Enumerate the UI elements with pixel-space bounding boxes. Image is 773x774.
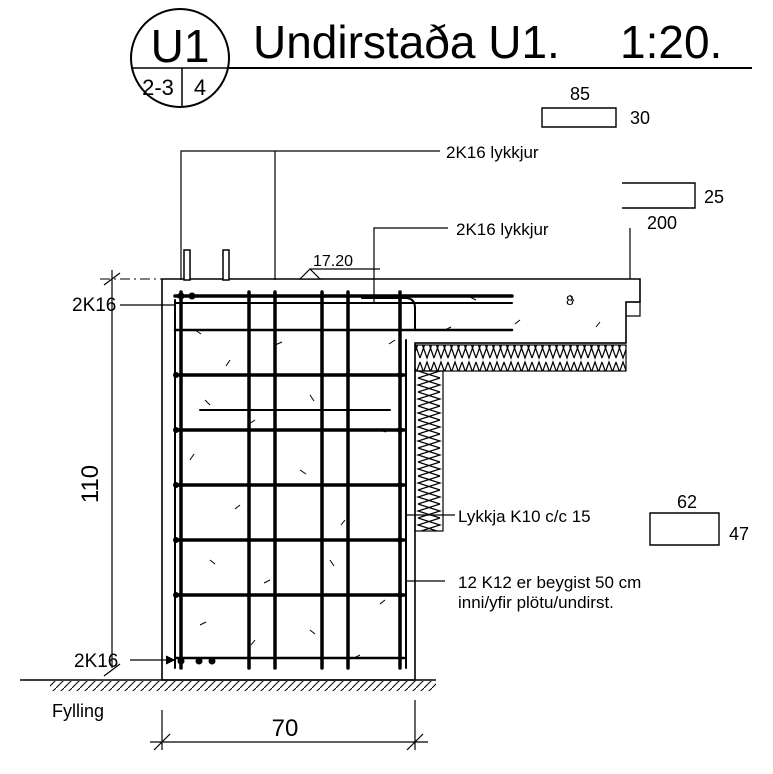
label-rebar-loops-2: 2K16 lykkjur xyxy=(456,220,549,239)
detail-id: U1 xyxy=(151,20,210,72)
bar-shape-3-top: 62 xyxy=(677,492,697,512)
label-bottom-bar: 2K16 xyxy=(74,651,118,672)
concrete-texture xyxy=(189,294,601,659)
label-bent-bars-1: 12 K12 er beygist 50 cm xyxy=(458,573,641,592)
bar-shape-1-side: 30 xyxy=(630,108,650,128)
detail-bubble xyxy=(130,8,230,108)
starter-bar xyxy=(183,249,191,281)
label-top-bar: 2K16 xyxy=(72,295,116,316)
label-rebar-loops-1: 2K16 lykkjur xyxy=(446,143,539,162)
starter-bar xyxy=(222,249,230,281)
title-block: U1 2-3 4 Undirstaða U1. 1:20. xyxy=(130,8,752,108)
drawing-scale: 1:20. xyxy=(620,16,722,68)
sheet-ref-right: 4 xyxy=(194,75,206,100)
ground: Fylling xyxy=(20,679,436,721)
bar-shape-2-bottom: 200 xyxy=(647,213,677,233)
label-slab-mark: 8 xyxy=(566,292,574,308)
bar-shape-1-top: 85 xyxy=(570,84,590,104)
rebar-section-dots xyxy=(173,292,403,665)
dimension-height: 110 xyxy=(77,465,104,503)
label-elevation: 17.20 xyxy=(313,253,353,270)
rebar-loop-hook xyxy=(361,297,416,331)
insulation-vertical xyxy=(414,370,444,532)
insulation-horizontal xyxy=(414,344,627,372)
fill-label: Fylling xyxy=(52,701,104,721)
label-stirrup: Lykkja K10 c/c 15 xyxy=(458,507,591,526)
leaders xyxy=(103,150,455,751)
bar-shape-2-side: 25 xyxy=(704,187,724,207)
bar-shape-3-side: 47 xyxy=(729,524,749,544)
slab-edge xyxy=(626,301,641,317)
ground-hatch xyxy=(50,681,436,691)
drawing-title: Undirstaða U1. xyxy=(253,16,560,68)
bar-shape-2: 25 200 xyxy=(622,182,724,233)
bar-shape-3: 62 47 xyxy=(649,492,749,546)
bar-shape-1: 85 30 xyxy=(541,84,650,128)
dimension-width: 70 xyxy=(272,715,299,742)
label-bent-bars-2: inni/yfir plötu/undirst. xyxy=(458,593,614,612)
sheet-ref-left: 2-3 xyxy=(142,75,174,100)
